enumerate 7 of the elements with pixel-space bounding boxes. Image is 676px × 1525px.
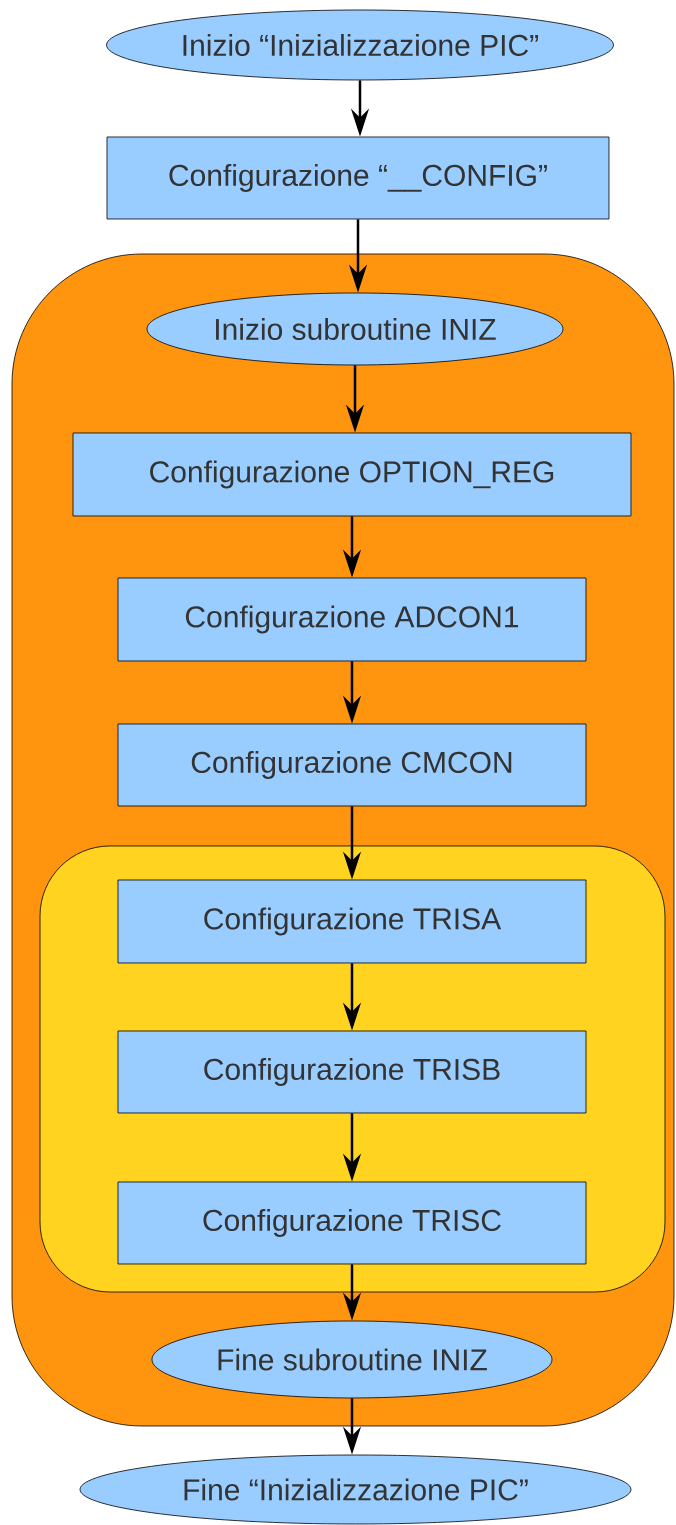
process-box: Configurazione “__CONFIG” [106, 136, 610, 220]
process-box: Configurazione ADCON1 [117, 577, 587, 662]
process-box: Configurazione OPTION_REG [72, 432, 632, 517]
process-box: Configurazione CMCON [117, 723, 587, 807]
process-box: Configurazione TRISB [117, 1030, 587, 1114]
process-box: Configurazione TRISA [117, 879, 587, 964]
process-box: Configurazione TRISC [117, 1181, 587, 1265]
